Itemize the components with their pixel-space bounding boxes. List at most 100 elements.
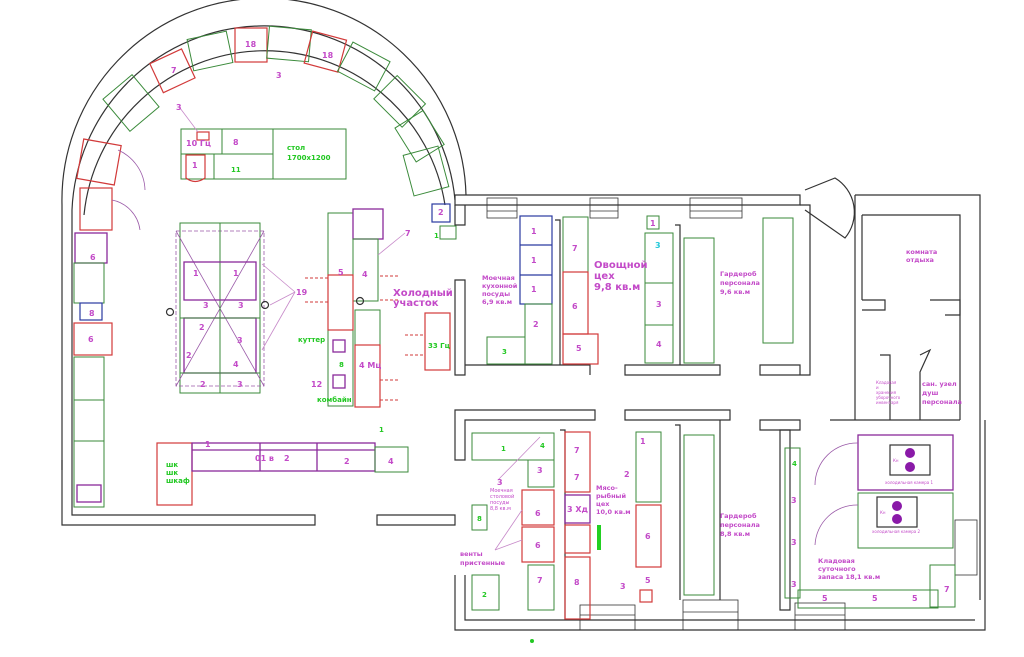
equipment-number: 6 [90,253,96,262]
equipment-number: 18 [245,40,257,49]
daily-storage-label-2: суточного [818,565,856,573]
equipment-number: 1 [501,445,506,453]
lower-block-walls [454,409,986,631]
equipment-number: 5 [822,594,828,603]
equipment-number: 3 [238,301,244,310]
annex-walls [854,194,981,600]
equipment-number: 7 [574,473,580,482]
fridge-unit-label: Кн [893,458,899,463]
table-label: стол [287,144,305,152]
table-dish-wash-label-4: 8,8 кв.м [490,506,511,512]
equipment-number: 1 [531,285,537,294]
wardrobe-2-label: Гардероб [720,512,757,520]
equipment-number: 19 [296,288,308,297]
meat-fish-shop-label-3: цех [596,500,610,508]
wardrobe-2-label-3: 8,8 кв.м [720,530,750,538]
leader-lines [179,107,541,551]
wardrobe-2-label-2: персонала [720,521,760,529]
equipment-number: 3 [655,241,661,250]
cold-section-label-2: участок [393,298,439,309]
table-dish-wash-label-3: посуды [490,500,509,506]
equipment-number: 2 [482,591,487,599]
wardrobe-1-label-2: персонала [720,279,760,287]
meat-fish-shop-label-2: рыбный [596,492,626,500]
vegetable-shop-label: Овощной [594,260,648,271]
equipment-number: 7 [944,585,950,594]
equipment-number: 1 [205,440,211,449]
equipment-number: 7 [572,244,578,253]
equipment-number: 2 [438,208,444,217]
cabinet-label-2: шк [166,469,178,477]
equipment-numbers: 18 7 3 18 3 8 1 11 6 8 6 1 1 3 3 2 3 2 3… [88,40,950,643]
equipment-number: 4 [540,442,545,450]
table-dish-wash-label-2: столовой [490,493,514,500]
equipment-number: 6 [88,335,94,344]
sanitary-label: сан. узел [922,380,957,388]
cold-section-label: Холодный [393,288,453,299]
equipment-number: 3 [497,478,503,487]
equipment-number: 5 [872,594,878,603]
equipment-number: 6 [535,509,541,518]
equipment-number: 8 [339,361,344,369]
equipment-number: 3 [237,336,243,345]
combine-label: комбайн [317,396,352,404]
equipment-number: 5 [576,344,582,353]
upper-block-walls [431,177,855,376]
equipment-number: 6 [572,302,578,311]
equipment-number: 8 [574,578,580,587]
meat-fish-shop-label: Мясо- [596,484,618,492]
equipment-number: 2 [624,470,630,479]
equipment-number: 4 [388,457,394,466]
table-dish-wash-label: Моечная [490,488,513,494]
daily-storage-label: Кладовая [818,557,855,565]
equipment-number: 2 [533,320,539,329]
room-labels: Холодный участок Моечная кухонной посуды… [393,248,962,581]
equipment-number: 18 [322,51,334,60]
curved-counters [73,25,450,508]
kitchen-dish-wash-label-3: посуды [482,290,510,298]
cabinet-label-3: шкаф [166,477,190,485]
equipment-number: 7 [537,576,543,585]
equipment-number: 3 [502,348,507,356]
equipment-number: 10 Гц [186,139,211,148]
equipment-number: 5 [645,576,651,585]
wardrobe-1-label: Гардероб [720,270,757,278]
cleaning-storage-label-3: хранения [876,390,897,395]
table-island [180,128,347,183]
cabinet-label: шк [166,461,178,469]
marker-dot [530,639,534,643]
equipment-number: 2 [344,457,350,466]
lower-stairs [579,519,978,631]
equipment-number: 3 [620,582,626,591]
cleaning-storage-label-4: уборочного [876,395,901,400]
equipment-number: 1 [379,426,384,434]
stairs [486,197,743,219]
cold-section-equipment [305,208,451,408]
rest-room-label-2: отдыха [906,256,934,264]
equipment-number: 8 [477,515,482,523]
equipment-number: 1 [640,437,646,446]
sanitary-label-2: душ [922,389,938,397]
daily-storage-label-3: запаса 18,1 кв.м [818,573,880,581]
equipment-number: 3 [656,300,662,309]
equipment-number: 7 [574,446,580,455]
equipment-number: 3 [537,466,543,475]
equipment-number: 4 Мц [359,361,381,370]
meat-fish-shop-label-4: 10,0 кв.м [596,508,631,516]
equipment-number: 33 Гц [428,342,450,350]
cleaning-storage-label-2: и [876,385,879,390]
equipment-number: 4 [656,340,662,349]
equipment-number: 5 [338,268,344,277]
cutter-label: куттер [298,336,325,344]
equipment-number: 7 [405,229,411,238]
equipment-number: 8 [233,138,239,147]
lower-rooms-equipment [471,431,956,620]
equipment-number: 3 [237,380,243,389]
equipment-number: 1 [531,227,537,236]
fridge-1-label: холодильная камера 1 [885,480,933,485]
serving-line [156,442,409,506]
equipment-number: 2 [186,351,192,360]
equipment-number: 3 Хд [567,505,589,514]
equipment-number: 8 [89,309,95,318]
